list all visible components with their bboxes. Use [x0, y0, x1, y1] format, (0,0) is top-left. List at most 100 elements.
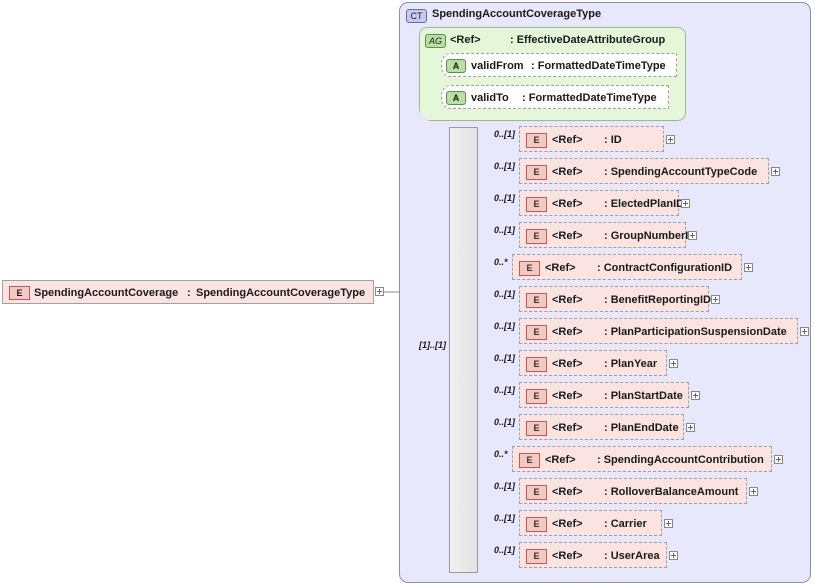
attribute-valid-to[interactable]: A validTo : FormattedDateTimeType — [441, 85, 669, 109]
expand-element-icon[interactable] — [669, 551, 678, 560]
element-cardinality: 0..[1] — [494, 353, 516, 363]
element-badge-icon: E — [526, 357, 547, 372]
element-user-area[interactable]: E <Ref> : UserArea — [519, 542, 667, 568]
element-spending-account-contribution[interactable]: E <Ref> : SpendingAccountContribution — [512, 446, 772, 472]
element-cardinality: 0..[1] — [494, 385, 516, 395]
element-ref-label: <Ref> — [545, 262, 576, 274]
expand-element-icon[interactable] — [774, 455, 783, 464]
element-id[interactable]: E <Ref> : ID — [519, 126, 664, 152]
element-plan-start-date[interactable]: E<Ref>: PlanStartDate — [519, 382, 689, 408]
root-element[interactable]: E SpendingAccountCoverage : SpendingAcco… — [2, 280, 374, 304]
element-name: : ContractConfigurationID — [597, 262, 733, 274]
element-ref-label: <Ref> — [552, 326, 583, 338]
element-name: : ID — [604, 134, 622, 146]
expand-element-icon[interactable] — [711, 295, 720, 304]
element-name: : ElectedPlanID — [604, 198, 685, 210]
root-element-separator: : — [187, 287, 191, 299]
element-badge-icon: E — [526, 229, 547, 244]
root-element-name: SpendingAccountCoverage — [34, 287, 179, 299]
element-ref-label: <Ref> — [552, 294, 583, 306]
expand-element-icon[interactable] — [749, 487, 758, 496]
element-cardinality: 0..[1] — [494, 545, 516, 555]
attribute-group-ref-label: <Ref> — [450, 34, 481, 46]
element-cardinality: 0..[1] — [494, 161, 516, 171]
element-plan-year[interactable]: E <Ref> : PlanYear — [519, 350, 667, 376]
element-plan-end-date[interactable]: E <Ref> : PlanEndDate — [519, 414, 684, 440]
element-cardinality: 0..[1] — [494, 417, 516, 427]
expand-element-icon[interactable] — [666, 135, 675, 144]
element-elected-plan-id[interactable]: E <Ref> : ElectedPlanID — [519, 190, 684, 216]
expand-element-icon[interactable] — [800, 327, 809, 336]
element-ref-label: <Ref> — [545, 454, 576, 466]
element-ref-label: <Ref> — [552, 550, 583, 562]
element-ref-label: <Ref> — [552, 134, 583, 146]
attribute-name: validTo — [471, 92, 509, 104]
element-name: : PlanStartDate — [604, 390, 683, 402]
element-name: : Carrier — [604, 518, 647, 530]
expand-element-icon[interactable] — [686, 423, 695, 432]
element-cardinality: 0..[1] — [494, 321, 516, 331]
element-badge-icon: E — [9, 286, 30, 300]
attribute-valid-from[interactable]: A validFrom : FormattedDateTimeType — [441, 53, 677, 77]
attribute-name: validFrom — [471, 60, 524, 72]
expand-element-icon[interactable] — [691, 391, 700, 400]
attribute-group-type: : EffectiveDateAttributeGroup — [510, 34, 666, 46]
element-contract-configuration-id[interactable]: E <Ref> : ContractConfigurationID — [512, 254, 742, 280]
element-benefit-reporting-ids[interactable]: E <Ref> : BenefitReportingIDs — [519, 286, 717, 312]
attribute-group-badge-icon: AG — [425, 34, 446, 48]
element-ref-label: <Ref> — [552, 198, 583, 210]
element-badge-icon: E — [526, 293, 547, 308]
element-rollover-balance-amount[interactable]: E<Ref>: RolloverBalanceAmount — [519, 478, 747, 504]
expand-element-icon[interactable] — [669, 359, 678, 368]
element-badge-icon: E — [526, 485, 547, 500]
element-badge-icon: E — [526, 549, 547, 564]
attribute-type: : FormattedDateTimeType — [522, 92, 657, 104]
expand-element-icon[interactable] — [744, 263, 753, 272]
complex-type-badge-icon: CT — [406, 9, 427, 23]
element-ref-label: <Ref> — [552, 390, 583, 402]
expand-root-icon[interactable] — [375, 287, 384, 296]
element-name: : PlanEndDate — [604, 422, 679, 434]
root-element-type: SpendingAccountCoverageType — [196, 287, 366, 299]
element-ref-label: <Ref> — [552, 358, 583, 370]
sequence-compositor[interactable] — [449, 127, 478, 573]
element-name: : GroupNumberID — [604, 230, 697, 242]
element-ref-label: <Ref> — [552, 422, 583, 434]
element-cardinality: 0..[1] — [494, 225, 516, 235]
element-name: : UserArea — [604, 550, 660, 562]
expand-element-icon[interactable] — [664, 519, 673, 528]
element-spending-account-type-code[interactable]: E <Ref> : SpendingAccountTypeCode — [519, 158, 769, 184]
expand-element-icon[interactable] — [688, 231, 697, 240]
element-carrier[interactable]: E <Ref> : Carrier — [519, 510, 662, 536]
element-name: : BenefitReportingIDs — [604, 294, 718, 306]
element-badge-icon: E — [526, 197, 547, 212]
element-ref-label: <Ref> — [552, 518, 583, 530]
attribute-badge-icon: A — [446, 91, 466, 105]
element-badge-icon: E — [526, 517, 547, 532]
element-badge-icon: E — [526, 325, 547, 340]
element-name: : PlanYear — [604, 358, 658, 370]
element-group-number-id[interactable]: E<Ref>: GroupNumberID — [519, 222, 696, 248]
element-badge-icon: E — [526, 165, 547, 180]
element-cardinality: 0..[1] — [494, 481, 516, 491]
element-cardinality: 0..[1] — [494, 129, 516, 139]
complex-type-title: SpendingAccountCoverageType — [432, 8, 602, 20]
element-badge-icon: E — [526, 421, 547, 436]
element-badge-icon: E — [519, 453, 540, 468]
element-ref-label: <Ref> — [552, 166, 583, 178]
element-badge-icon: E — [526, 133, 547, 148]
element-badge-icon: E — [519, 261, 540, 276]
expand-element-icon[interactable] — [771, 167, 780, 176]
element-name: : SpendingAccountContribution — [597, 454, 764, 466]
sequence-cardinality: [1]..[1] — [419, 340, 446, 350]
element-plan-participation-suspension-date[interactable]: E <Ref> : PlanParticipationSuspensionDate — [519, 318, 798, 344]
element-cardinality: 0..[1] — [494, 513, 516, 523]
expand-element-icon[interactable] — [681, 199, 690, 208]
element-cardinality: 0..[1] — [494, 289, 516, 299]
element-name: : SpendingAccountTypeCode — [604, 166, 758, 178]
element-cardinality: 0..[1] — [494, 193, 516, 203]
attribute-type: : FormattedDateTimeType — [531, 60, 666, 72]
element-cardinality: 0..* — [494, 257, 508, 267]
element-name: : PlanParticipationSuspensionDate — [604, 326, 787, 338]
attribute-badge-icon: A — [446, 59, 466, 73]
